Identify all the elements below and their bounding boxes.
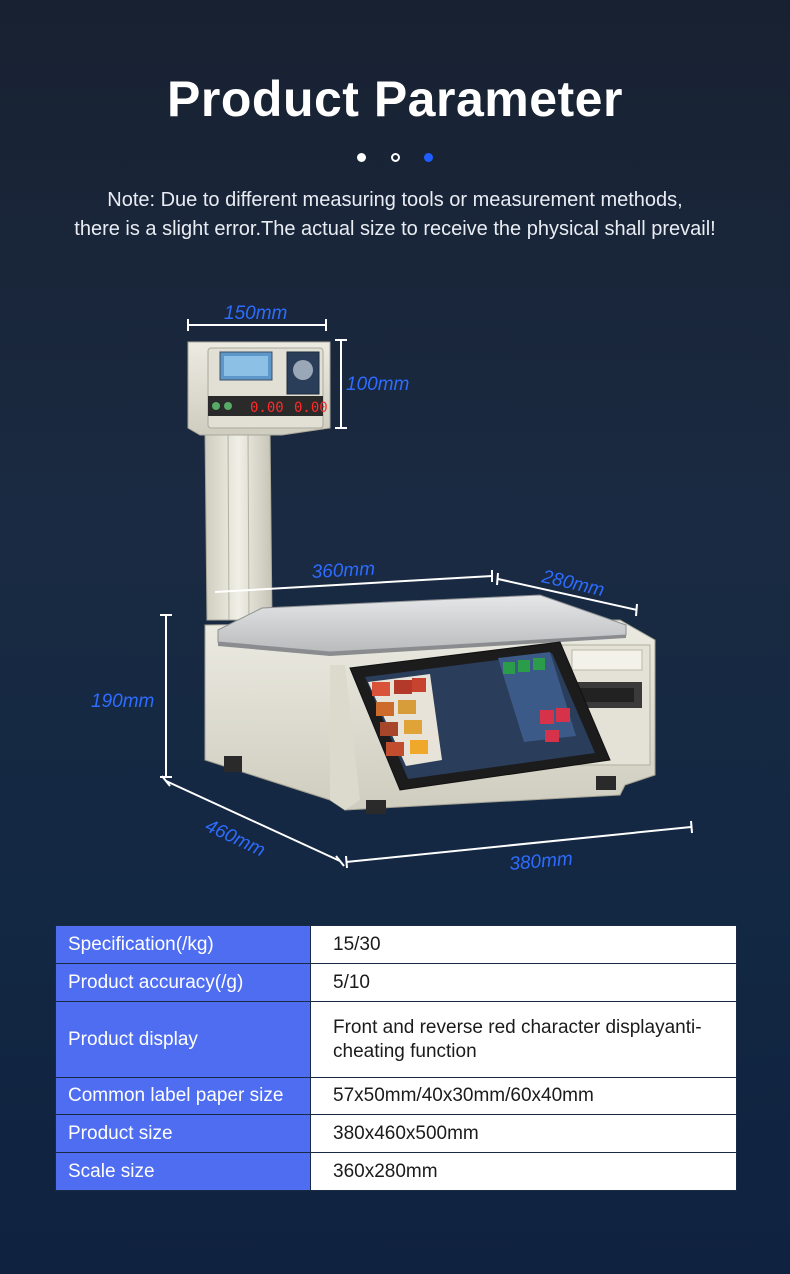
- spec-label: Product display: [55, 1001, 311, 1078]
- carousel-indicator: [0, 149, 790, 163]
- specification-table: Specification(/kg) 15/30 Product accurac…: [55, 925, 737, 1191]
- note-line-2: there is a slight error.The actual size …: [74, 218, 716, 240]
- spec-value: 57x50mm/40x30mm/60x40mm: [310, 1077, 737, 1115]
- spec-label: Product size: [55, 1114, 311, 1153]
- measurement-note: Note: Due to different measuring tools o…: [40, 186, 750, 244]
- spec-label: Specification(/kg): [55, 925, 311, 964]
- spec-value: 15/30: [310, 925, 737, 964]
- dim-body-height: 190mm: [91, 691, 154, 712]
- spec-label: Common label paper size: [55, 1077, 311, 1115]
- table-row: Scale size 360x280mm: [55, 1152, 737, 1191]
- table-row: Common label paper size 57x50mm/40x30mm/…: [55, 1077, 737, 1115]
- weighing-platter: [217, 594, 627, 656]
- table-row: Product size 380x460x500mm: [55, 1114, 737, 1153]
- dim-platter-width: 360mm: [311, 559, 375, 583]
- pole-display-head: 0.00 0.00: [207, 347, 328, 429]
- spec-value: 360x280mm: [310, 1152, 737, 1191]
- dim-body-width: 380mm: [509, 849, 574, 875]
- scale-product-illustration: 0.00 0.00: [91, 303, 693, 875]
- touchscreen-display: [349, 641, 611, 791]
- dim-display-height: 100mm: [346, 374, 409, 395]
- spec-value: 5/10: [310, 963, 737, 1002]
- dimension-lines: [160, 319, 693, 869]
- dim-display-width: 150mm: [224, 303, 287, 324]
- front-digits-right: 0.00: [294, 400, 328, 416]
- page-title: Product Parameter: [167, 71, 623, 127]
- indicator-dot-3[interactable]: [423, 153, 433, 163]
- spec-value: Front and reverse red character displaya…: [310, 1001, 737, 1078]
- table-row: Product display Front and reverse red ch…: [55, 1001, 737, 1078]
- table-row: Product accuracy(/g) 5/10: [55, 963, 737, 1002]
- spec-label: Scale size: [55, 1152, 311, 1191]
- indicator-dot-2[interactable]: [390, 153, 400, 163]
- note-line-1: Note: Due to different measuring tools o…: [107, 189, 683, 211]
- table-row: Specification(/kg) 15/30: [55, 925, 737, 964]
- spec-value: 380x460x500mm: [310, 1114, 737, 1153]
- front-digits-left: 0.00: [250, 400, 284, 416]
- spec-label: Product accuracy(/g): [55, 963, 311, 1002]
- indicator-dot-1[interactable]: [357, 153, 367, 163]
